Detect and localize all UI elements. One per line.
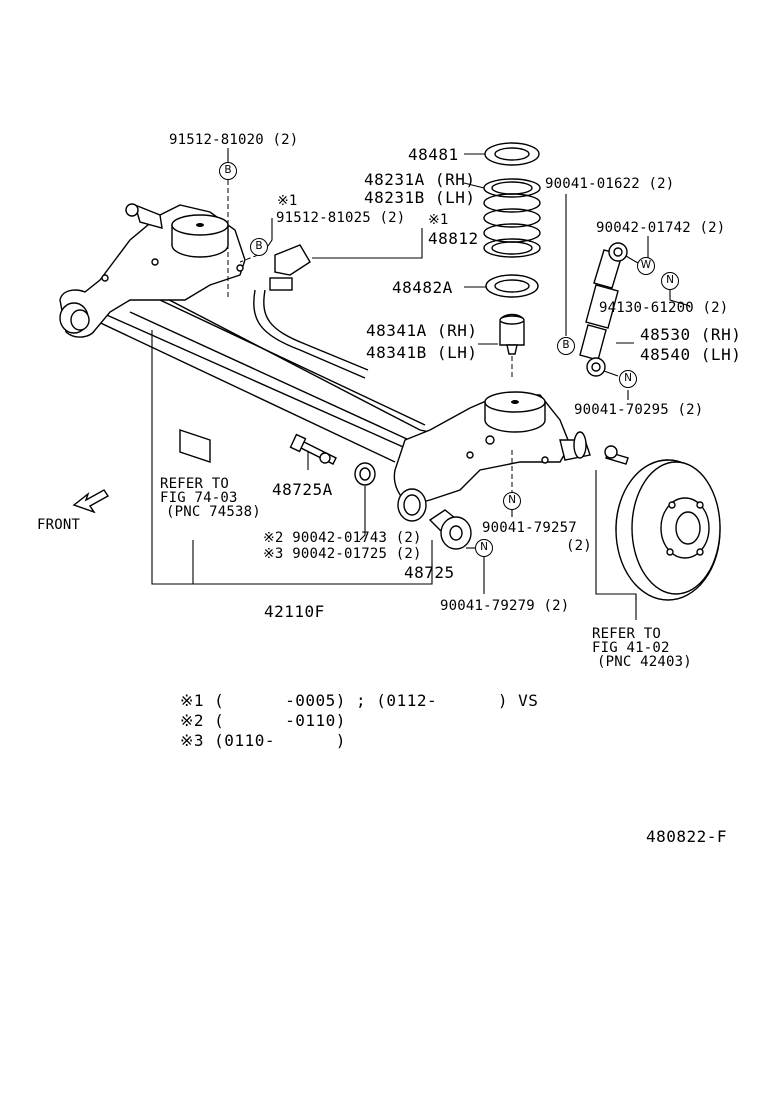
part-label-90041-79279: 90041-79279 (2) bbox=[440, 598, 570, 614]
part-label-42110f: 42110F bbox=[264, 602, 325, 621]
part-label-94130-61200: 94130-61200 (2) bbox=[599, 300, 729, 316]
part-label-48725a: 48725A bbox=[272, 480, 333, 499]
part-label-90041-79257: 90041-79257 bbox=[482, 520, 577, 536]
part-label-48231b: 48231B (LH) bbox=[364, 188, 476, 207]
part-label-90042-01743: ※2 90042-01743 (2) bbox=[263, 530, 422, 546]
symbol-n-circle: N bbox=[475, 539, 493, 557]
part-label-90041-01622: 90041-01622 (2) bbox=[545, 176, 675, 192]
note-mark-1b: ※1 bbox=[428, 212, 449, 228]
footnote-2: ※2 ( -0110) bbox=[180, 711, 346, 730]
part-label-90042-01725: ※3 90042-01725 (2) bbox=[263, 546, 422, 562]
symbol-n-circle: N bbox=[503, 492, 521, 510]
part-label-48482a: 48482A bbox=[392, 278, 453, 297]
part-label-90041-70295: 90041-70295 (2) bbox=[574, 402, 704, 418]
shock-absorber bbox=[579, 242, 628, 377]
footnote-3: ※3 (0110- ) bbox=[180, 731, 346, 750]
part-label-48341b: 48341B (LH) bbox=[366, 343, 478, 362]
diagram-id: 480822-F bbox=[646, 827, 728, 846]
note-mark-1: ※1 bbox=[277, 193, 298, 209]
symbol-b-circle: B bbox=[557, 337, 575, 355]
axle-beam bbox=[59, 203, 591, 522]
part-quantity-90041-79257: (2) bbox=[566, 538, 592, 554]
reference-label-fig41: FIG 41-02 bbox=[592, 640, 670, 656]
symbol-w-circle: W bbox=[637, 257, 655, 275]
reference-label-fig74: REFER TO bbox=[160, 476, 230, 492]
footnote-1: ※1 ( -0005) ; (0112- ) VS bbox=[180, 691, 539, 710]
part-label-48481: 48481 bbox=[408, 145, 459, 164]
symbol-b-circle: B bbox=[219, 162, 237, 180]
front-label: FRONT bbox=[37, 517, 81, 533]
part-label-48231a: 48231A (RH) bbox=[364, 170, 476, 189]
label-tag bbox=[179, 429, 211, 463]
brake-drum bbox=[604, 445, 721, 601]
front-arrow-icon bbox=[72, 489, 110, 514]
part-label-48341a: 48341A (RH) bbox=[366, 321, 478, 340]
part-label-91512-81020: 91512-81020 (2) bbox=[169, 132, 299, 148]
reference-label-fig74: FIG 74-03 bbox=[160, 490, 238, 506]
part-label-90042-01742: 90042-01742 (2) bbox=[596, 220, 726, 236]
small-parts bbox=[289, 433, 472, 550]
reference-label-fig74: (PNC 74538) bbox=[166, 504, 261, 520]
symbol-n-circle: N bbox=[661, 272, 679, 290]
part-label-48540: 48540 (LH) bbox=[640, 345, 742, 364]
reference-label-fig41: (PNC 42403) bbox=[597, 654, 692, 670]
coil-spring-assembly bbox=[483, 142, 541, 380]
part-label-48725: 48725 bbox=[404, 563, 455, 582]
symbol-n-circle: N bbox=[619, 370, 637, 388]
part-label-48530: 48530 (RH) bbox=[640, 325, 742, 344]
part-label-91512-81025: 91512-81025 (2) bbox=[276, 210, 406, 226]
part-label-48812: 48812 bbox=[428, 229, 479, 248]
reference-label-fig41: REFER TO bbox=[592, 626, 662, 642]
symbol-b-circle: B bbox=[250, 238, 268, 256]
leader-lines bbox=[151, 148, 691, 620]
